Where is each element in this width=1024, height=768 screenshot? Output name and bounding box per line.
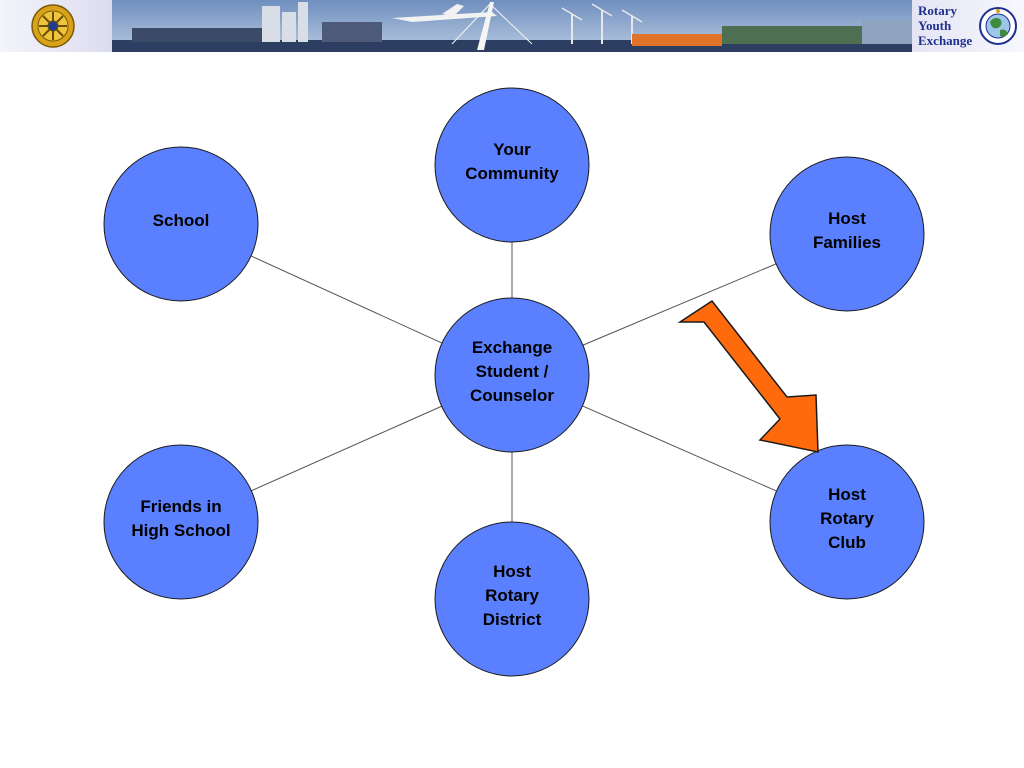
node-circle-host-club: [769, 444, 925, 600]
node-label-line: Rotary: [485, 586, 539, 605]
brand-line: Rotary: [918, 3, 957, 18]
node-label-line: School: [152, 211, 210, 230]
node-label-line: Host: [828, 485, 866, 504]
edge-center-host-club: [582, 405, 777, 492]
node-label-line: Host: [493, 562, 531, 581]
node-label-line: Exchange: [471, 338, 553, 357]
banner-image: [112, 0, 912, 52]
node-label-friends: Friends in High School: [101, 495, 261, 543]
edge-center-friends: [251, 405, 442, 492]
node-label-line: High School: [131, 521, 231, 540]
rotary-wheel-icon: [31, 4, 75, 48]
youth-exchange-globe-icon: [979, 7, 1017, 45]
node-circle-host-families: [769, 156, 925, 312]
node-label-line: Host: [828, 209, 866, 228]
rotary-youth-exchange-logo: Rotary Youth Exchange: [912, 0, 1024, 52]
node-label-school: School: [101, 209, 261, 233]
node-circle-host-district: [434, 521, 590, 677]
orange-arrow-pointing-to-host-club: [677, 299, 819, 453]
edge-center-host-families: [582, 263, 777, 346]
node-label-line: Student /: [475, 362, 549, 381]
edge-center-school: [250, 255, 443, 344]
node-label-line: District: [482, 610, 542, 629]
node-circle-center: [434, 297, 590, 453]
brand-line: Youth: [918, 18, 952, 33]
node-label-line: Your: [493, 140, 531, 159]
node-label-line: Community: [465, 164, 559, 183]
node-label-line: Families: [812, 233, 882, 252]
rotary-wheel-logo-left: [0, 0, 112, 52]
node-circle-friends: [103, 444, 259, 600]
node-circle-school: [103, 146, 259, 302]
node-label-line: Club: [828, 533, 866, 552]
node-label-line: Counselor: [469, 386, 555, 405]
node-label-line: Friends in: [140, 497, 222, 516]
node-label-line: Rotary: [820, 509, 874, 528]
brand-line: Exchange: [918, 33, 973, 48]
node-circle-community: [434, 87, 590, 243]
header-banner: Rotary Youth Exchange: [0, 0, 1024, 52]
